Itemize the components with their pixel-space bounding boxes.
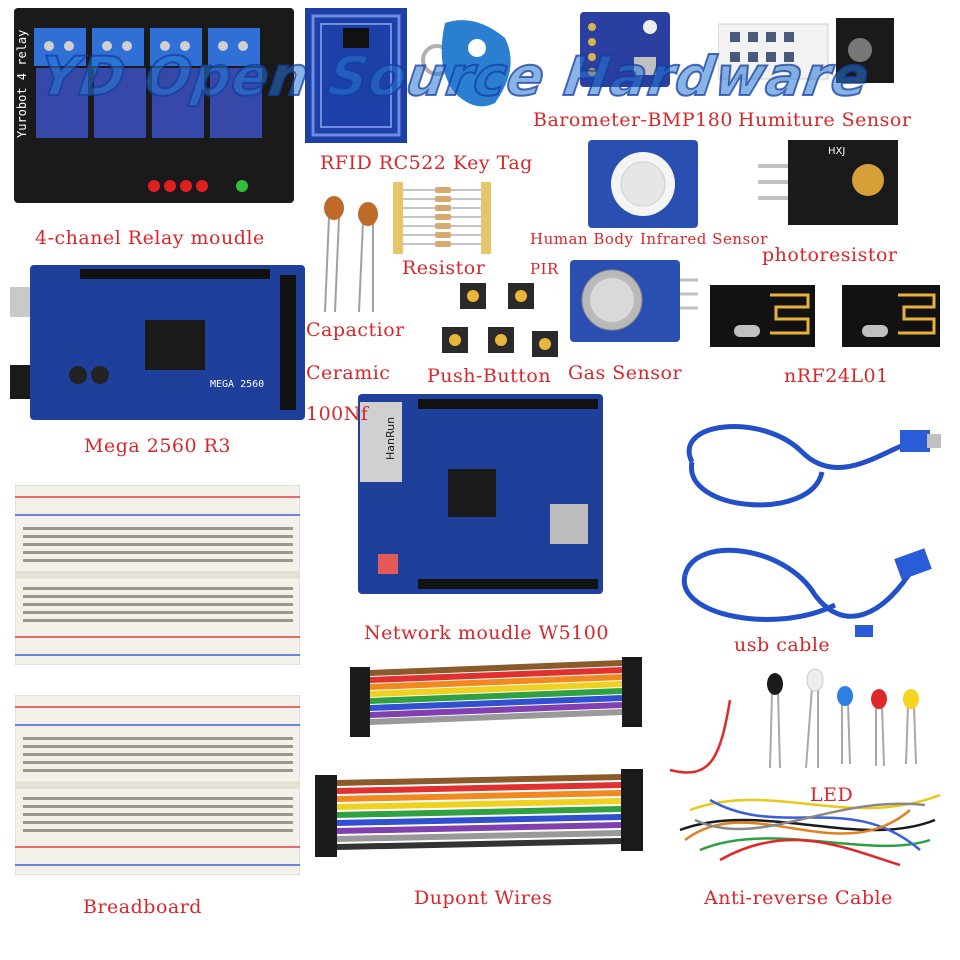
mega2560-image: MEGA 2560 — [10, 265, 305, 420]
usb-cable-image-2 — [681, 547, 932, 637]
relay-board-text: Yurobot 4 relay — [15, 30, 29, 138]
label-dupont: Dupont Wires — [414, 887, 553, 909]
pir-sensor-image — [588, 140, 698, 228]
usb-cable-image-1 — [686, 424, 941, 508]
label-anti-reverse: Anti-reverse Cable — [704, 887, 893, 909]
relay-module-image: Yurobot 4 relay — [14, 8, 294, 203]
humiture-sensor-image — [718, 18, 894, 83]
w5100-shield-image: HanRun — [358, 394, 603, 594]
hxj-board-text: HXJ — [828, 146, 845, 157]
nrf24l01-image-1 — [710, 285, 815, 347]
resistors-image — [393, 182, 491, 254]
label-relay-module: 4-chanel Relay moudle — [35, 227, 265, 249]
label-led: LED — [810, 784, 854, 806]
bmp180-image — [580, 12, 670, 87]
jumper-cables-image — [669, 700, 941, 867]
label-mega: Mega 2560 R3 — [84, 435, 232, 457]
label-rfid: RFID RC522 Key Tag — [320, 152, 533, 174]
push-buttons-image — [442, 283, 558, 357]
mega-board-text: MEGA 2560 — [210, 379, 264, 390]
label-gas-sensor: Gas Sensor — [568, 362, 683, 384]
ceramic-capacitors-image — [324, 196, 378, 313]
label-usb-cable: usb cable — [734, 634, 831, 656]
dupont-wires-image-1 — [350, 657, 642, 737]
photoresistor-image: HXJ — [758, 140, 898, 225]
label-push-button: Push-Button — [427, 365, 552, 387]
gas-sensor-image — [570, 260, 698, 342]
label-capacitor: Capactior — [306, 319, 405, 341]
label-breadboard: Breadboard — [83, 896, 202, 918]
key-tag-image — [421, 20, 511, 107]
label-network: Network moudle W5100 — [364, 622, 609, 644]
hanrun-board-text: HanRun — [384, 417, 397, 460]
breadboard-image-2 — [15, 695, 300, 875]
label-nrf24l01: nRF24L01 — [784, 365, 889, 387]
label-100nf: 100Nf — [306, 403, 369, 425]
label-human-body: Human Body — [530, 230, 634, 248]
rfid-module-image — [305, 8, 407, 143]
label-resistor: Resistor — [402, 257, 486, 279]
label-pir: PIR — [530, 260, 559, 278]
leds-image — [767, 668, 919, 769]
dupont-wires-image-2 — [315, 769, 643, 857]
label-barometer: Barometer-BMP180 — [533, 109, 733, 131]
nrf24l01-image-2 — [842, 285, 940, 347]
watermark: YD Open Source Hardware — [35, 44, 875, 109]
label-humiture: Humiture Sensor — [738, 109, 912, 131]
label-photoresistor: photoresistor — [762, 244, 898, 266]
breadboard-image-1 — [15, 485, 300, 665]
label-ceramic: Ceramic — [306, 362, 391, 384]
label-infrared: Infrared Sensor — [640, 230, 768, 248]
